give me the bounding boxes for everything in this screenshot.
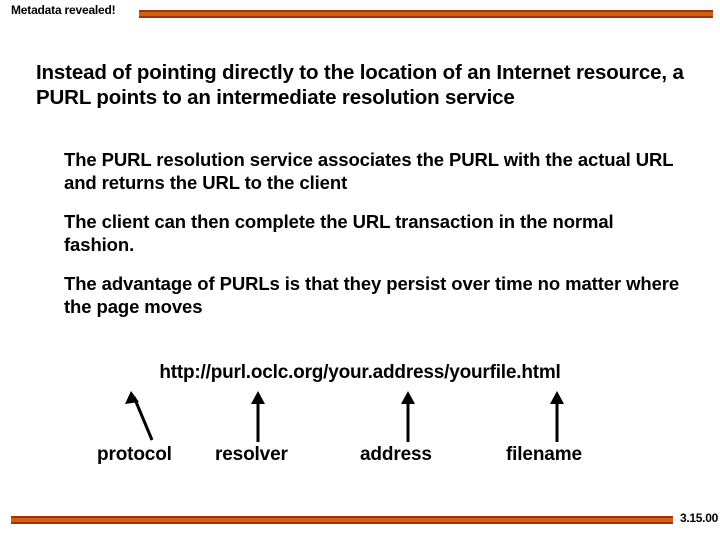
label-filename: filename	[506, 444, 582, 465]
bullet-level1: Instead of pointing directly to the loca…	[36, 61, 684, 109]
up-arrow-icon-resolver	[251, 391, 265, 442]
callout-arrows-svg	[125, 391, 564, 442]
footer-divider	[11, 516, 673, 525]
footer-divider-bottom-stripe	[11, 522, 673, 524]
footer-divider-top-stripe	[11, 516, 673, 518]
header-divider-bottom-stripe	[139, 16, 713, 18]
callout-arrows	[0, 388, 720, 446]
page-title: Metadata revealed!	[11, 3, 116, 17]
slide-header: Metadata revealed!	[0, 0, 720, 34]
bullet-level2-2: The client can then complete the URL tra…	[64, 211, 614, 255]
diagonal-up-left-arrow-icon	[125, 391, 154, 441]
header-divider-top-stripe	[139, 10, 713, 12]
footer-divider-middle-stripe	[11, 518, 673, 522]
label-protocol: protocol	[97, 444, 172, 465]
slide-footer: 3.15.00	[0, 506, 720, 540]
header-divider	[139, 10, 713, 19]
bullet-level2-3: The advantage of PURLs is that they pers…	[64, 273, 680, 317]
label-resolver: resolver	[215, 444, 288, 465]
slide-number: 3.15.00	[680, 511, 718, 525]
url-part-labels: protocol resolver address filename	[0, 444, 720, 472]
header-divider-middle-stripe	[139, 12, 713, 16]
purl-example-url: http://purl.oclc.org/your.address/yourfi…	[159, 362, 561, 383]
up-arrow-icon-address	[401, 391, 415, 442]
label-address: address	[360, 444, 432, 465]
up-arrow-icon-filename	[550, 391, 564, 442]
bullet-level2-1: The PURL resolution service associates t…	[64, 149, 674, 193]
